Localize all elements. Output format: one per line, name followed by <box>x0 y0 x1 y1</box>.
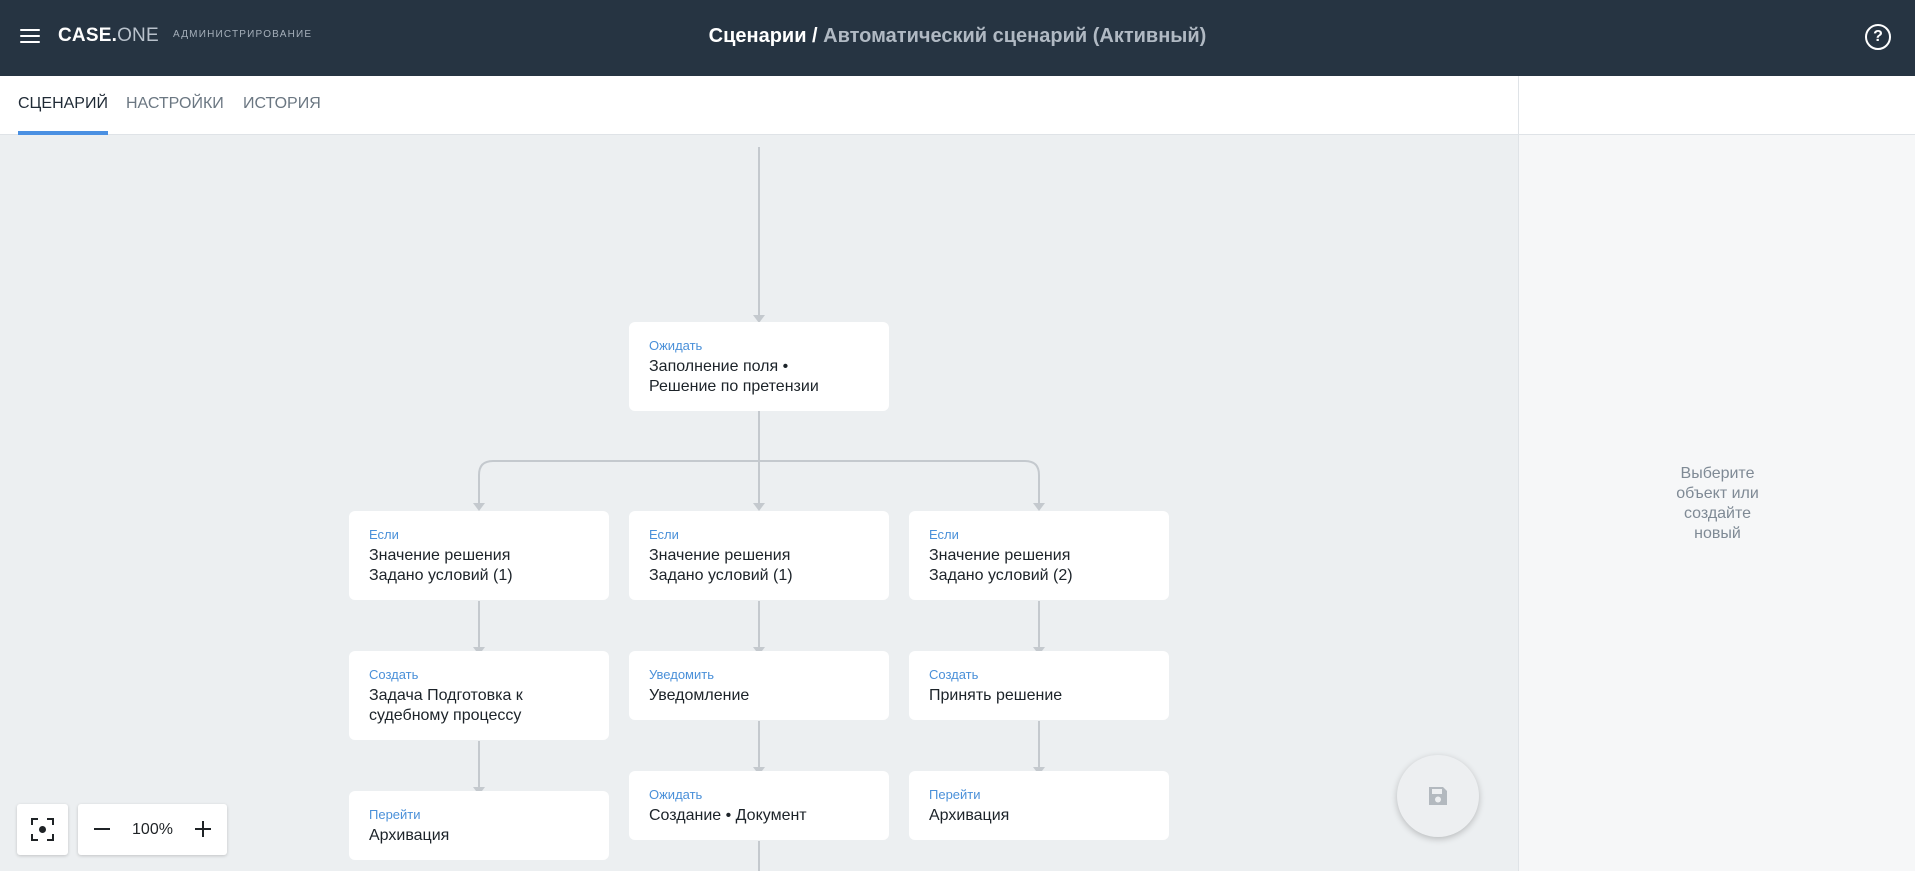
node-type-label: Если <box>929 527 959 542</box>
active-tab-indicator <box>18 131 108 135</box>
node-type-label: Перейти <box>929 787 981 802</box>
breadcrumb-separator: / <box>806 25 824 47</box>
hamburger-menu-icon[interactable] <box>18 26 42 46</box>
node-description: Значение решения Задано условий (1) <box>649 547 793 584</box>
tab-settings[interactable]: НАСТРОЙКИ <box>126 76 224 135</box>
zoom-controls: 100% <box>78 804 227 855</box>
properties-panel-header <box>1519 76 1915 135</box>
zoom-out-button[interactable] <box>78 804 126 855</box>
node-type-label: Если <box>649 527 679 542</box>
zoom-in-button[interactable] <box>179 804 227 855</box>
flow-node-goto[interactable]: Перейти Архивация <box>909 771 1169 840</box>
top-bar: CASE.ONE АДМИНИСТРИРОВАНИЕ Сценарии / Ав… <box>0 0 1915 76</box>
node-type-label: Уведомить <box>649 667 714 682</box>
logo-bold-text: CASE. <box>58 25 118 46</box>
tab-label: ИСТОРИЯ <box>243 95 321 112</box>
node-description: Значение решения Задано условий (2) <box>929 547 1073 584</box>
empty-selection-hint: Выберите объект или создайте новый <box>1676 465 1759 542</box>
tab-history[interactable]: ИСТОРИЯ <box>243 76 321 135</box>
breadcrumb-current: Автоматический сценарий (Активный) <box>823 25 1207 47</box>
zoom-level: 100% <box>132 821 173 838</box>
minus-icon <box>94 828 110 830</box>
help-circle-icon[interactable]: ? <box>1865 24 1891 50</box>
section-label: АДМИНИСТРИРОВАНИЕ <box>173 29 313 40</box>
flow-node-create[interactable]: Создать Задача Подготовка к судебному пр… <box>349 651 609 740</box>
tab-scenario[interactable]: СЦЕНАРИЙ <box>18 76 108 135</box>
save-disk-icon <box>1429 787 1447 805</box>
node-type-label: Если <box>369 527 399 542</box>
flow-node-create[interactable]: Создать Принять решение <box>909 651 1169 720</box>
save-button[interactable] <box>1397 755 1479 837</box>
properties-panel: Выберите объект или создайте новый <box>1518 76 1915 871</box>
fit-to-screen-icon <box>31 818 54 841</box>
page-title: Сценарии / Автоматический сценарий (Акти… <box>450 25 1465 48</box>
node-type-label: Создать <box>369 667 419 682</box>
flow-node-notify[interactable]: Уведомить Уведомление <box>629 651 889 720</box>
node-type-label: Перейти <box>369 807 421 822</box>
node-type-label: Ожидать <box>649 338 703 353</box>
tabs-bar: СЦЕНАРИЙ НАСТРОЙКИ ИСТОРИЯ <box>0 76 1518 135</box>
tab-label: СЦЕНАРИЙ <box>18 95 108 112</box>
tab-label: НАСТРОЙКИ <box>126 95 224 112</box>
node-description: Уведомление <box>649 687 750 704</box>
node-description: Заполнение поля • Решение по претензии <box>649 358 819 395</box>
node-description: Значение решения Задано условий (1) <box>369 547 513 584</box>
fit-to-screen-button[interactable] <box>17 804 68 855</box>
node-type-label: Создать <box>929 667 979 682</box>
flow-node-condition[interactable]: Если Значение решения Задано условий (1) <box>349 511 609 600</box>
node-type-label: Ожидать <box>649 787 703 802</box>
node-description: Архивация <box>929 807 1010 824</box>
node-description: Архивация <box>369 827 450 844</box>
node-description: Принять решение <box>929 687 1063 704</box>
flow-node-condition[interactable]: Если Значение решения Задано условий (1) <box>629 511 889 600</box>
scenario-canvas[interactable]: Ожидать Заполнение поля • Решение по пре… <box>0 135 1518 871</box>
plus-icon-vertical <box>202 821 204 837</box>
logo[interactable]: CASE.ONE <box>58 25 159 47</box>
logo-light-text: ONE <box>117 25 159 46</box>
node-description: Создание • Документ <box>649 807 807 824</box>
node-description: Задача Подготовка к судебному процессу <box>369 687 523 724</box>
flow-node-wait[interactable]: Ожидать Создание • Документ <box>629 771 889 840</box>
flow-node-wait[interactable]: Ожидать Заполнение поля • Решение по пре… <box>629 322 889 411</box>
flow-node-condition[interactable]: Если Значение решения Задано условий (2) <box>909 511 1169 600</box>
flow-node-goto[interactable]: Перейти Архивация <box>349 791 609 860</box>
flow-connectors <box>473 147 1045 871</box>
breadcrumb-scenarios[interactable]: Сценарии <box>708 25 807 47</box>
